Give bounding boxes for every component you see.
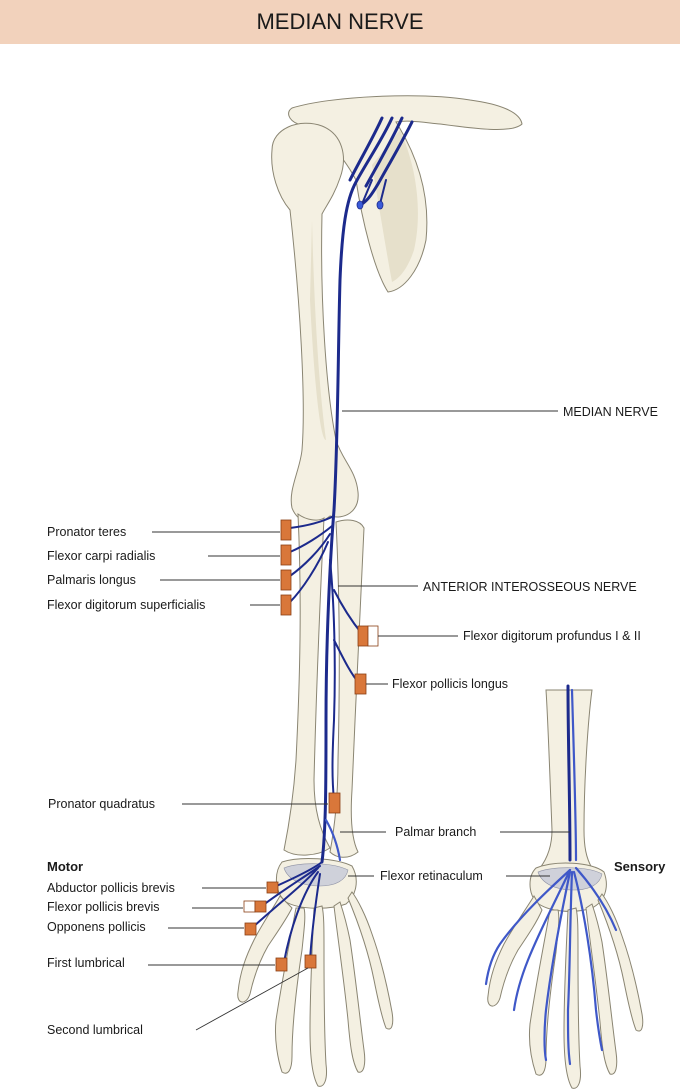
cut-nerve-end-2	[376, 200, 384, 210]
median-nerve-diagram: MEDIAN NERVE ANTERIOR INTEROSSEOUS NERVE…	[47, 95, 666, 1089]
muscle-markers	[243, 519, 379, 972]
marker-flexor-digitorum-profundus-open	[367, 625, 379, 647]
humerus	[271, 122, 359, 524]
label-sensory: Sensory	[614, 859, 666, 874]
label-pronator-teres: Pronator teres	[47, 525, 126, 539]
label-flexor-pollicis-brevis: Flexor pollicis brevis	[47, 900, 160, 914]
marker-flexor-pollicis-brevis-open	[243, 900, 256, 913]
marker-palmaris-longus	[280, 569, 292, 591]
marker-abductor-pollicis-brevis	[266, 881, 279, 894]
cut-nerve-end-1	[356, 200, 364, 210]
label-flexor-digitorum-profundus: Flexor digitorum profundus I & II	[463, 629, 641, 643]
label-abductor-pollicis-brevis: Abductor pollicis brevis	[47, 881, 175, 895]
marker-second-lumbrical	[304, 954, 317, 969]
label-median-nerve: MEDIAN NERVE	[563, 405, 658, 419]
marker-flexor-digitorum-profundus	[357, 625, 369, 647]
label-opponens-pollicis: Opponens pollicis	[47, 920, 146, 934]
label-first-lumbrical: First lumbrical	[47, 956, 125, 970]
sensory-nerve-path	[484, 684, 618, 1066]
label-palmar-branch: Palmar branch	[395, 825, 476, 839]
marker-flexor-digitorum-superficialis	[280, 594, 292, 616]
labels: MEDIAN NERVE ANTERIOR INTEROSSEOUS NERVE…	[47, 405, 666, 1037]
marker-flexor-carpi-radialis	[280, 544, 292, 566]
marker-flexor-pollicis-longus	[354, 673, 367, 695]
label-second-lumbrical: Second lumbrical	[47, 1023, 143, 1037]
label-motor: Motor	[47, 859, 83, 874]
label-flexor-carpi-radialis: Flexor carpi radialis	[47, 549, 155, 563]
motor-hand-bones	[237, 858, 394, 1087]
marker-pronator-quadratus	[328, 792, 341, 814]
marker-flexor-pollicis-brevis	[254, 900, 267, 913]
marker-pronator-teres	[280, 519, 292, 541]
label-flexor-retinaculum: Flexor retinaculum	[380, 869, 483, 883]
label-pronator-quadratus: Pronator quadratus	[48, 797, 155, 811]
label-flexor-pollicis-longus: Flexor pollicis longus	[392, 677, 508, 691]
marker-first-lumbrical	[275, 957, 288, 972]
title-banner: MEDIAN NERVE	[0, 0, 680, 44]
label-anterior-interosseous-nerve: ANTERIOR INTEROSSEOUS NERVE	[423, 580, 637, 594]
page-title: MEDIAN NERVE	[256, 9, 424, 34]
label-flexor-digitorum-superficialis: Flexor digitorum superficialis	[47, 598, 205, 612]
median-nerve-path	[251, 116, 414, 963]
label-palmaris-longus: Palmaris longus	[47, 573, 136, 587]
leader-lines	[148, 410, 570, 1031]
marker-opponens-pollicis	[244, 922, 257, 936]
